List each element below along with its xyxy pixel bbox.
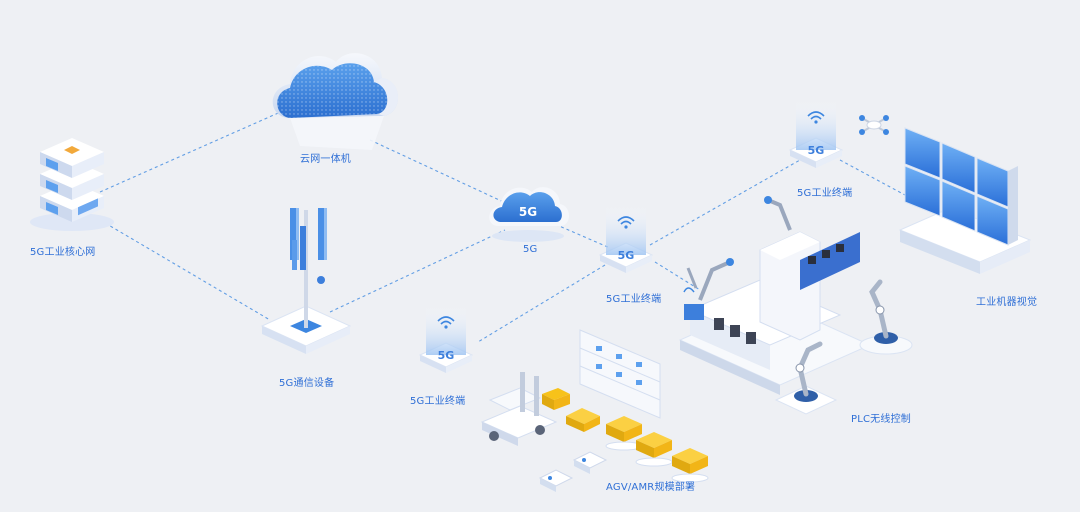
terminal-mid-badge: 5G <box>618 249 635 262</box>
connection-lines <box>99 109 906 343</box>
robot-arm-plc-icon <box>774 341 838 415</box>
machine-vision-wall-icon <box>898 127 1032 274</box>
agv-robot-2 <box>572 451 608 474</box>
label-terminal-top: 5G工业终端 <box>797 188 853 199</box>
line-5g-to-terminal-mid <box>549 221 611 249</box>
agv-cargo-group <box>538 408 709 492</box>
terminal-top-icon: 5G <box>788 100 844 168</box>
drone-icon <box>859 115 889 135</box>
core-network-server-icon <box>30 138 114 231</box>
agv-box-1 <box>566 408 600 432</box>
line-cloud-to-5g <box>369 139 511 206</box>
terminal-left-icon: 5G <box>418 305 474 373</box>
forklift-icon <box>480 372 570 446</box>
label-terminal-left: 5G工业终端 <box>410 396 466 407</box>
comm-tower-icon <box>260 208 352 354</box>
terminal-top-badge: 5G <box>808 144 825 157</box>
label-agv-amr: AGV/AMR规模部署 <box>606 482 696 493</box>
line-terminal-mid-to-factory <box>654 261 701 291</box>
line-core-to-cloud <box>99 109 286 193</box>
label-cloud-network: 云网一体机 <box>300 154 351 165</box>
line-terminal-mid-to-terminal-left <box>477 264 606 343</box>
terminal-mid-icon: 5G <box>598 205 654 273</box>
robot-arm-right-icon <box>859 279 913 355</box>
agv-box-2 <box>605 416 643 451</box>
production-line-icon <box>678 196 872 395</box>
label-machine-vision: 工业机器视觉 <box>976 297 1038 308</box>
warehouse-shelf-icon <box>579 329 661 419</box>
label-plc-control: PLC无线控制 <box>851 414 911 425</box>
fiveg-cloud-icon: 5G <box>489 187 569 242</box>
line-core-to-tower <box>99 219 271 321</box>
line-terminal-mid-to-terminal-top <box>649 159 801 246</box>
line-tower-to-5g <box>329 229 506 313</box>
fiveg-cloud-badge: 5G <box>519 205 537 219</box>
agv-box-3 <box>635 432 673 467</box>
cloud-network-icon <box>272 53 399 150</box>
line-terminal-top-to-vision <box>839 159 906 196</box>
label-terminal-mid: 5G工业终端 <box>606 294 662 305</box>
agv-robot-1 <box>538 469 574 492</box>
label-comm-equipment: 5G通信设备 <box>279 378 335 389</box>
agv-box-4 <box>671 448 709 483</box>
label-fiveg-cloud: 5G <box>523 244 538 255</box>
label-core-network: 5G工业核心网 <box>30 247 96 258</box>
terminal-left-badge: 5G <box>438 349 455 362</box>
